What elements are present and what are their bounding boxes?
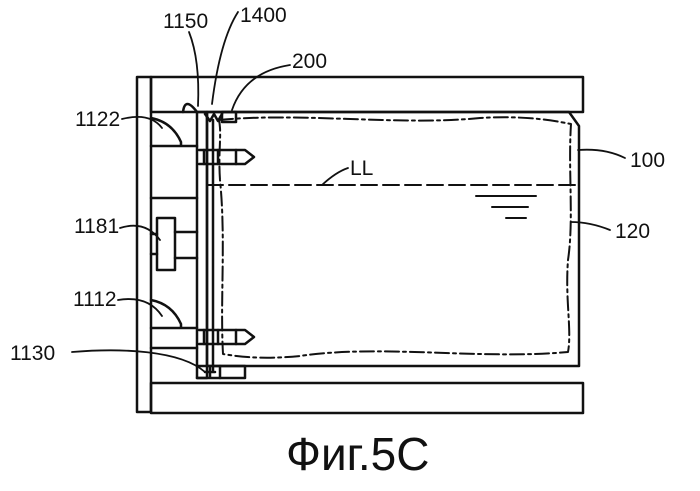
cartridge-front-plate [197, 112, 207, 378]
arrow-lower-ticks [204, 330, 236, 344]
label-120: 120 [615, 220, 650, 243]
label-200: 200 [292, 50, 327, 73]
leader-100 [578, 150, 625, 158]
leader-1130 [72, 350, 205, 372]
leader-200 [232, 65, 290, 110]
support-1122 [151, 118, 197, 146]
leader-1150 [189, 32, 198, 106]
housing-left-wall [137, 77, 151, 412]
label-1150: 1150 [163, 10, 208, 33]
support-1112 [151, 300, 197, 328]
ink-bag-120 [219, 117, 571, 357]
leader-1181 [120, 226, 160, 240]
label-1130: 1130 [10, 342, 55, 365]
label-100: 100 [630, 149, 665, 172]
label-1122: 1122 [75, 108, 120, 131]
label-1400: 1400 [240, 4, 287, 27]
label-LL: LL [350, 157, 373, 180]
cartridge-body-100 [207, 112, 579, 366]
label-1112: 1112 [73, 288, 117, 311]
leader-1400 [212, 12, 238, 104]
liquid-surface-symbol [476, 196, 536, 218]
leader-LL [322, 168, 348, 185]
bottom-rail [151, 383, 583, 413]
figure-caption: Фиг.5C [286, 428, 429, 480]
leader-120 [571, 222, 610, 230]
label-1181: 1181 [74, 215, 119, 238]
connector-1181 [157, 218, 175, 270]
